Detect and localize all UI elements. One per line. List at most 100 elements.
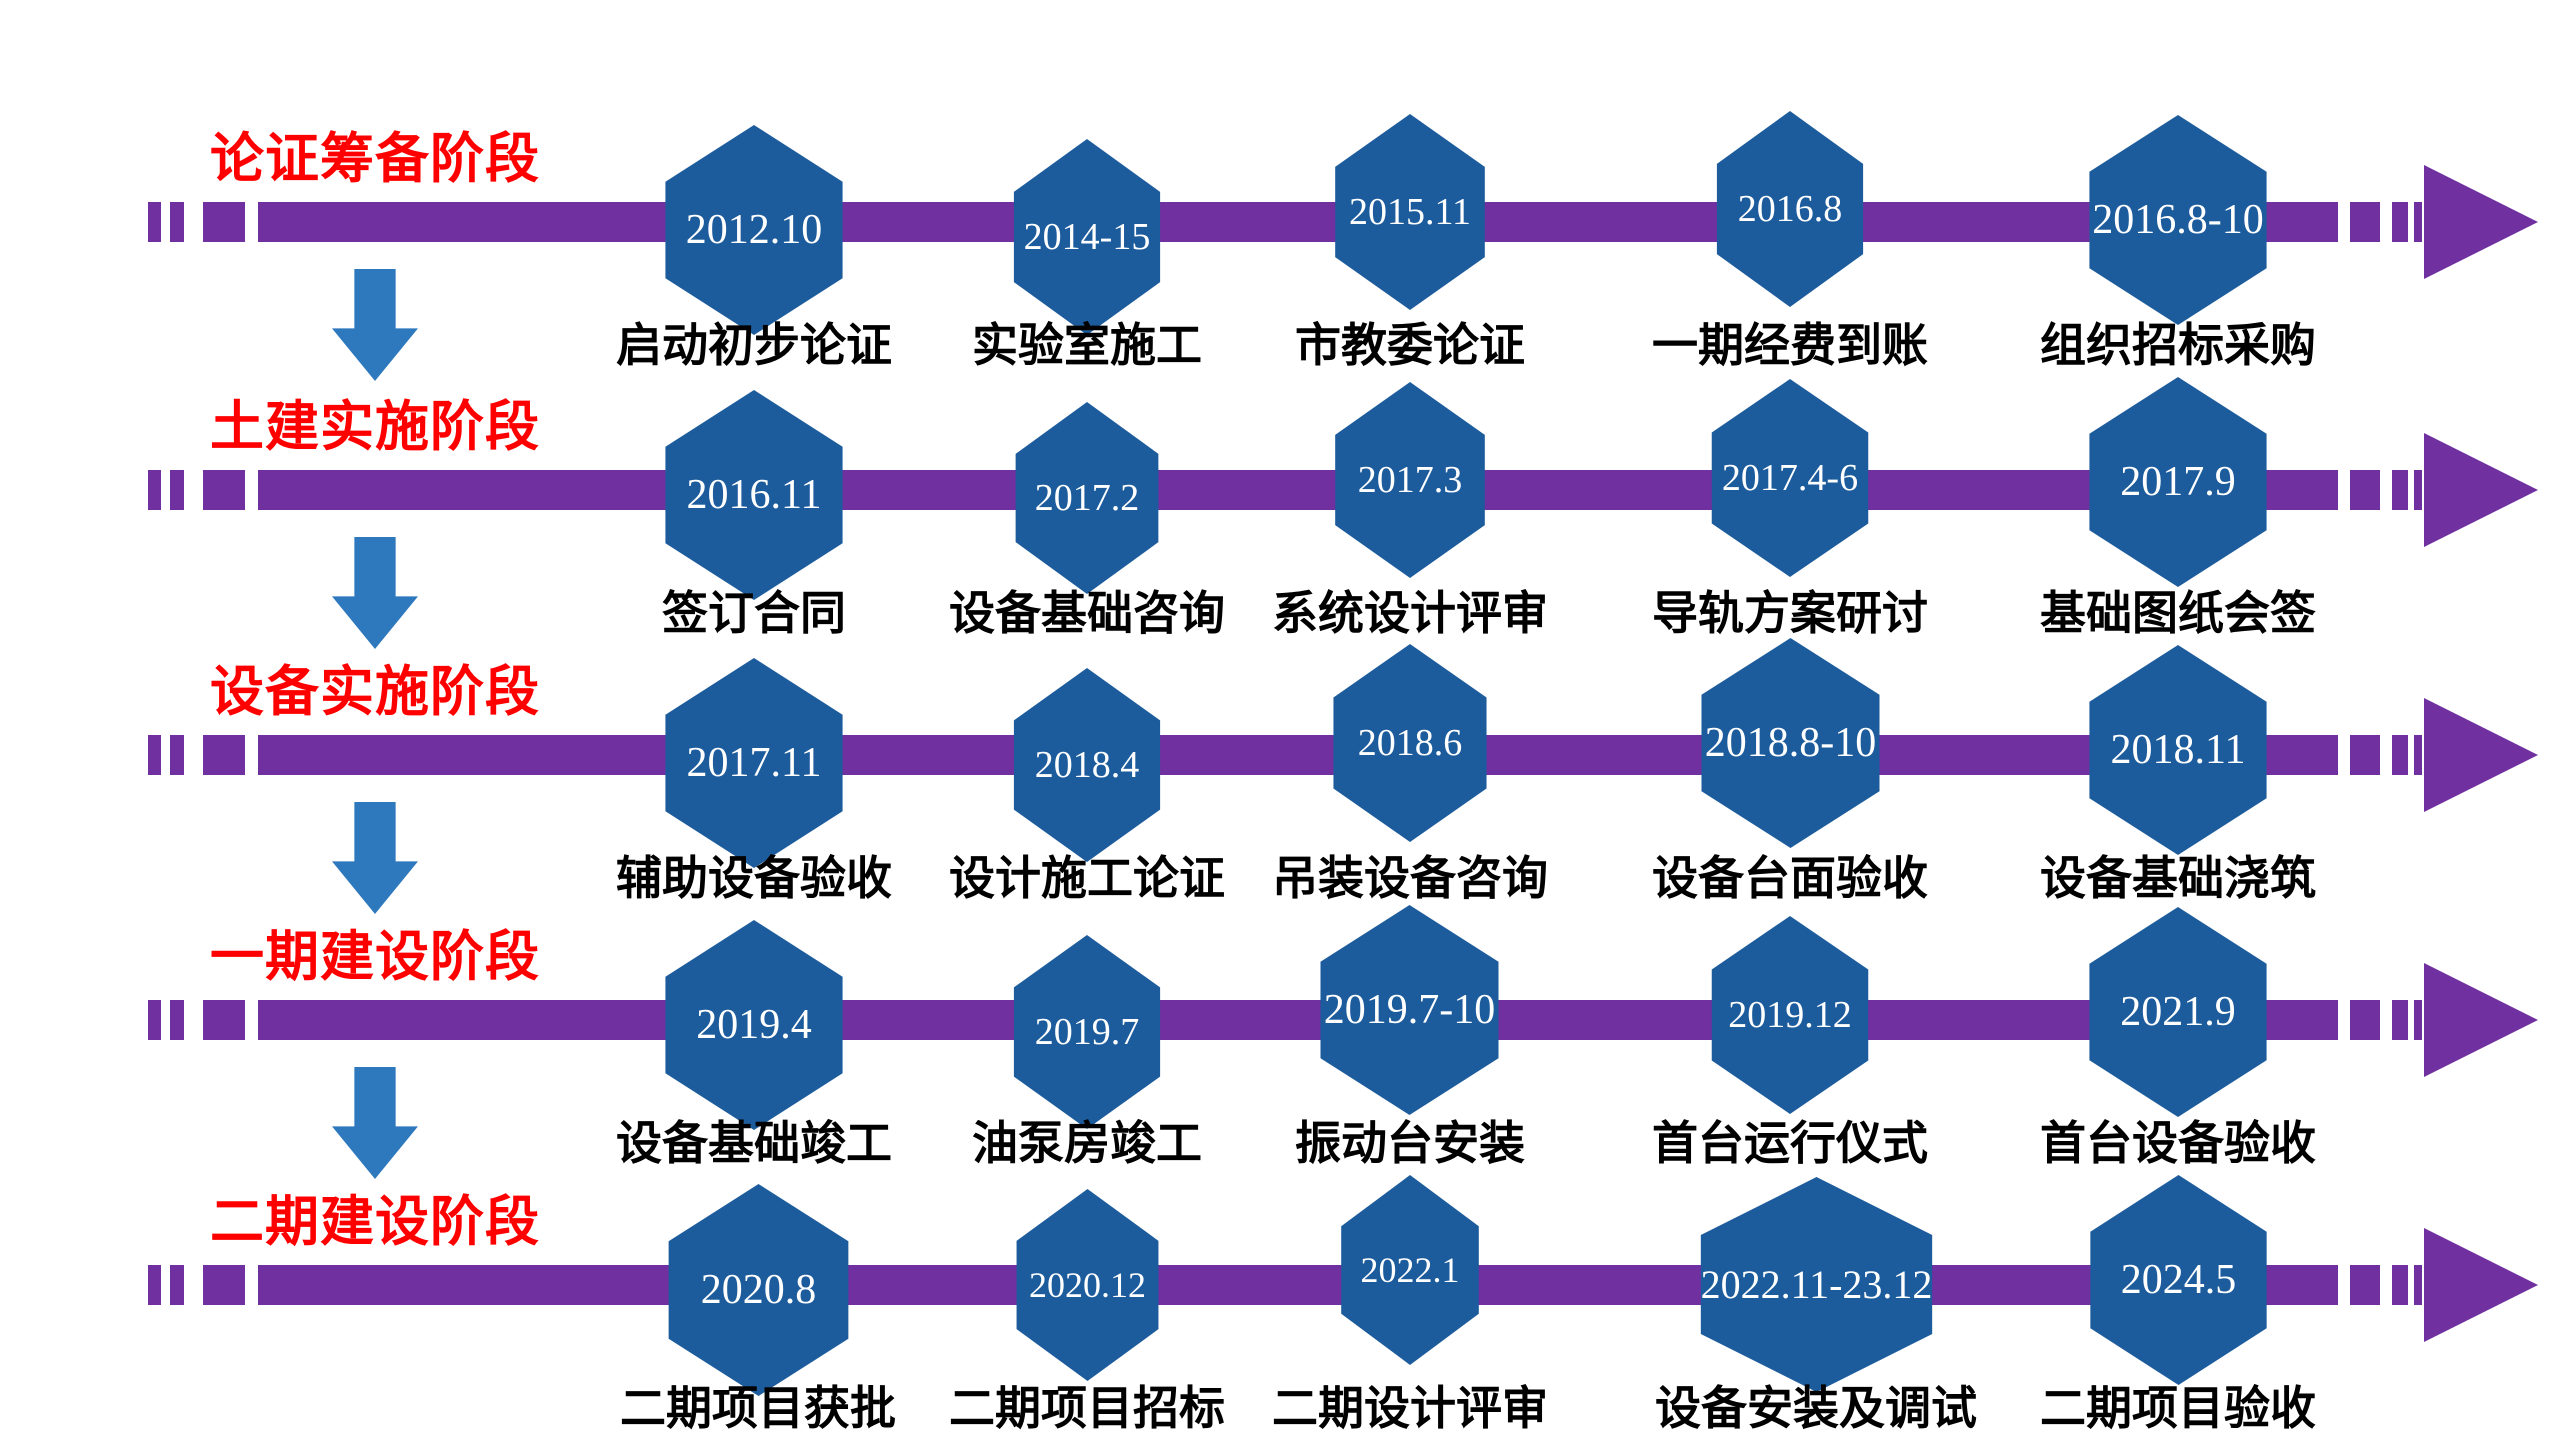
- milestone-hexagon: 2024.5: [2090, 1175, 2267, 1385]
- timeline-dash: [203, 1265, 245, 1305]
- milestone-date: 2017.9: [2120, 459, 2236, 505]
- phase-label: 二期建设阶段: [210, 1192, 540, 1252]
- timeline-bar-segment: [258, 470, 2338, 510]
- timeline-dash: [2350, 470, 2380, 510]
- milestone-date: 2017.3: [1357, 459, 1463, 501]
- timeline-dash: [2414, 202, 2422, 242]
- milestone-hexagon: 2016.8-10: [2089, 115, 2267, 325]
- phase-label: 一期建设阶段: [210, 927, 540, 987]
- milestone-label: 油泵房竣工: [972, 1116, 1202, 1170]
- timeline-bar-segment: [258, 202, 2338, 242]
- milestone-date: 2019.12: [1728, 994, 1852, 1036]
- down-arrow-icon: [332, 1067, 418, 1179]
- timeline-dash: [170, 1000, 184, 1040]
- milestone-label: 二期项目招标: [949, 1381, 1225, 1435]
- timeline-bar-segment: [258, 1265, 2338, 1305]
- down-arrow-icon: [332, 269, 418, 381]
- milestone-label: 设备基础竣工: [616, 1116, 892, 1170]
- milestone-date: 2015.11: [1348, 191, 1472, 233]
- milestone-date: 2021.9: [2120, 989, 2236, 1035]
- milestone-date: 2017.4-6: [1721, 457, 1859, 499]
- milestone-label: 实验室施工: [972, 318, 1202, 372]
- timeline-dash: [170, 202, 184, 242]
- milestone-label: 首台设备验收: [2040, 1116, 2316, 1170]
- timeline-dash: [2392, 202, 2408, 242]
- timeline-dash: [2350, 1265, 2380, 1305]
- timeline-dash: [148, 1000, 161, 1040]
- milestone-date: 2020.12: [1029, 1265, 1146, 1305]
- milestone-date: 2018.11: [2110, 727, 2246, 773]
- milestone-hexagon: 2022.11-23.12: [1700, 1177, 1933, 1392]
- milestone-hexagon: 2020.12: [1016, 1189, 1159, 1381]
- milestone-date: 2016.8: [1737, 188, 1843, 230]
- milestone-date: 2018.4: [1034, 744, 1140, 786]
- phase-label: 土建实施阶段: [210, 397, 540, 457]
- milestone-label: 设备基础咨询: [949, 586, 1225, 640]
- milestone-hexagon: 2019.12: [1711, 916, 1869, 1114]
- milestone-hexagon: 2016.8: [1716, 111, 1864, 307]
- timeline-dash: [2414, 735, 2422, 775]
- milestone-hexagon: 2019.7-10: [1320, 905, 1499, 1115]
- timeline-dash: [2392, 470, 2408, 510]
- timeline-dash: [203, 202, 245, 242]
- milestone-date: 2018.6: [1357, 722, 1463, 764]
- milestone-date: 2018.8-10: [1704, 720, 1877, 766]
- milestone-date: 2019.4: [696, 1002, 812, 1048]
- milestone-date: 2022.1: [1360, 1250, 1460, 1290]
- right-arrowhead-icon: [2424, 433, 2538, 547]
- milestone-hexagon: 2017.3: [1335, 382, 1485, 578]
- milestone-date: 2017.2: [1034, 477, 1140, 519]
- milestone-hexagon: 2012.10: [665, 125, 843, 335]
- milestone-label: 启动初步论证: [616, 318, 892, 372]
- right-arrowhead-icon: [2424, 1228, 2538, 1342]
- milestone-label: 设备基础浇筑: [2040, 851, 2316, 905]
- timeline-dash: [170, 470, 184, 510]
- timeline-dash: [2392, 1265, 2408, 1305]
- milestone-label: 系统设计评审: [1272, 586, 1548, 640]
- milestone-date: 2020.8: [700, 1267, 817, 1313]
- milestone-label: 导轨方案研讨: [1652, 586, 1928, 640]
- down-arrow-icon: [332, 802, 418, 914]
- milestone-date: 2012.10: [685, 207, 823, 253]
- milestone-hexagon: 2022.1: [1341, 1175, 1479, 1365]
- phase-label: 设备实施阶段: [210, 662, 540, 722]
- milestone-label: 辅助设备验收: [616, 851, 892, 905]
- timeline-dash: [2350, 735, 2380, 775]
- milestone-hexagon: 2017.2: [1015, 402, 1159, 594]
- timeline-dash: [2414, 470, 2422, 510]
- down-arrow-icon: [332, 537, 418, 649]
- milestone-label: 设备安装及调试: [1655, 1381, 1977, 1435]
- milestone-label: 一期经费到账: [1652, 318, 1928, 372]
- milestone-label: 二期设计评审: [1272, 1381, 1548, 1435]
- timeline-dash: [2392, 735, 2408, 775]
- milestone-label: 首台运行仪式: [1652, 1116, 1928, 1170]
- timeline-dash: [203, 1000, 245, 1040]
- milestone-label: 设备台面验收: [1652, 851, 1928, 905]
- milestone-label: 二期项目获批: [620, 1381, 896, 1435]
- right-arrowhead-icon: [2424, 698, 2538, 812]
- timeline-dash: [170, 735, 184, 775]
- timeline-dash: [2414, 1265, 2422, 1305]
- milestone-hexagon: 2019.4: [665, 920, 843, 1130]
- milestone-label: 吊装设备咨询: [1272, 851, 1548, 905]
- right-arrowhead-icon: [2424, 165, 2538, 279]
- milestone-date: 2017.11: [686, 740, 822, 786]
- milestone-hexagon: 2019.7: [1013, 935, 1161, 1129]
- milestone-hexagon: 2014-15: [1013, 139, 1161, 335]
- timeline-dash: [148, 470, 161, 510]
- milestone-hexagon: 2015.11: [1335, 114, 1485, 310]
- milestone-hexagon: 2018.8-10: [1701, 638, 1880, 848]
- phase-label: 论证筹备阶段: [210, 129, 540, 189]
- milestone-hexagon: 2018.6: [1333, 644, 1487, 842]
- milestone-hexagon: 2017.11: [665, 658, 843, 868]
- milestone-date: 2014-15: [1023, 216, 1151, 258]
- milestone-label: 签订合同: [662, 586, 846, 640]
- timeline-dash: [148, 202, 161, 242]
- timeline-dash: [203, 470, 245, 510]
- milestone-date: 2024.5: [2120, 1257, 2237, 1303]
- timeline-track: [0, 963, 2560, 1077]
- timeline-bar-segment: [258, 735, 2338, 775]
- timeline-dash: [2392, 1000, 2408, 1040]
- milestone-date: 2016.8-10: [2092, 197, 2264, 243]
- timeline-dash: [2414, 1000, 2422, 1040]
